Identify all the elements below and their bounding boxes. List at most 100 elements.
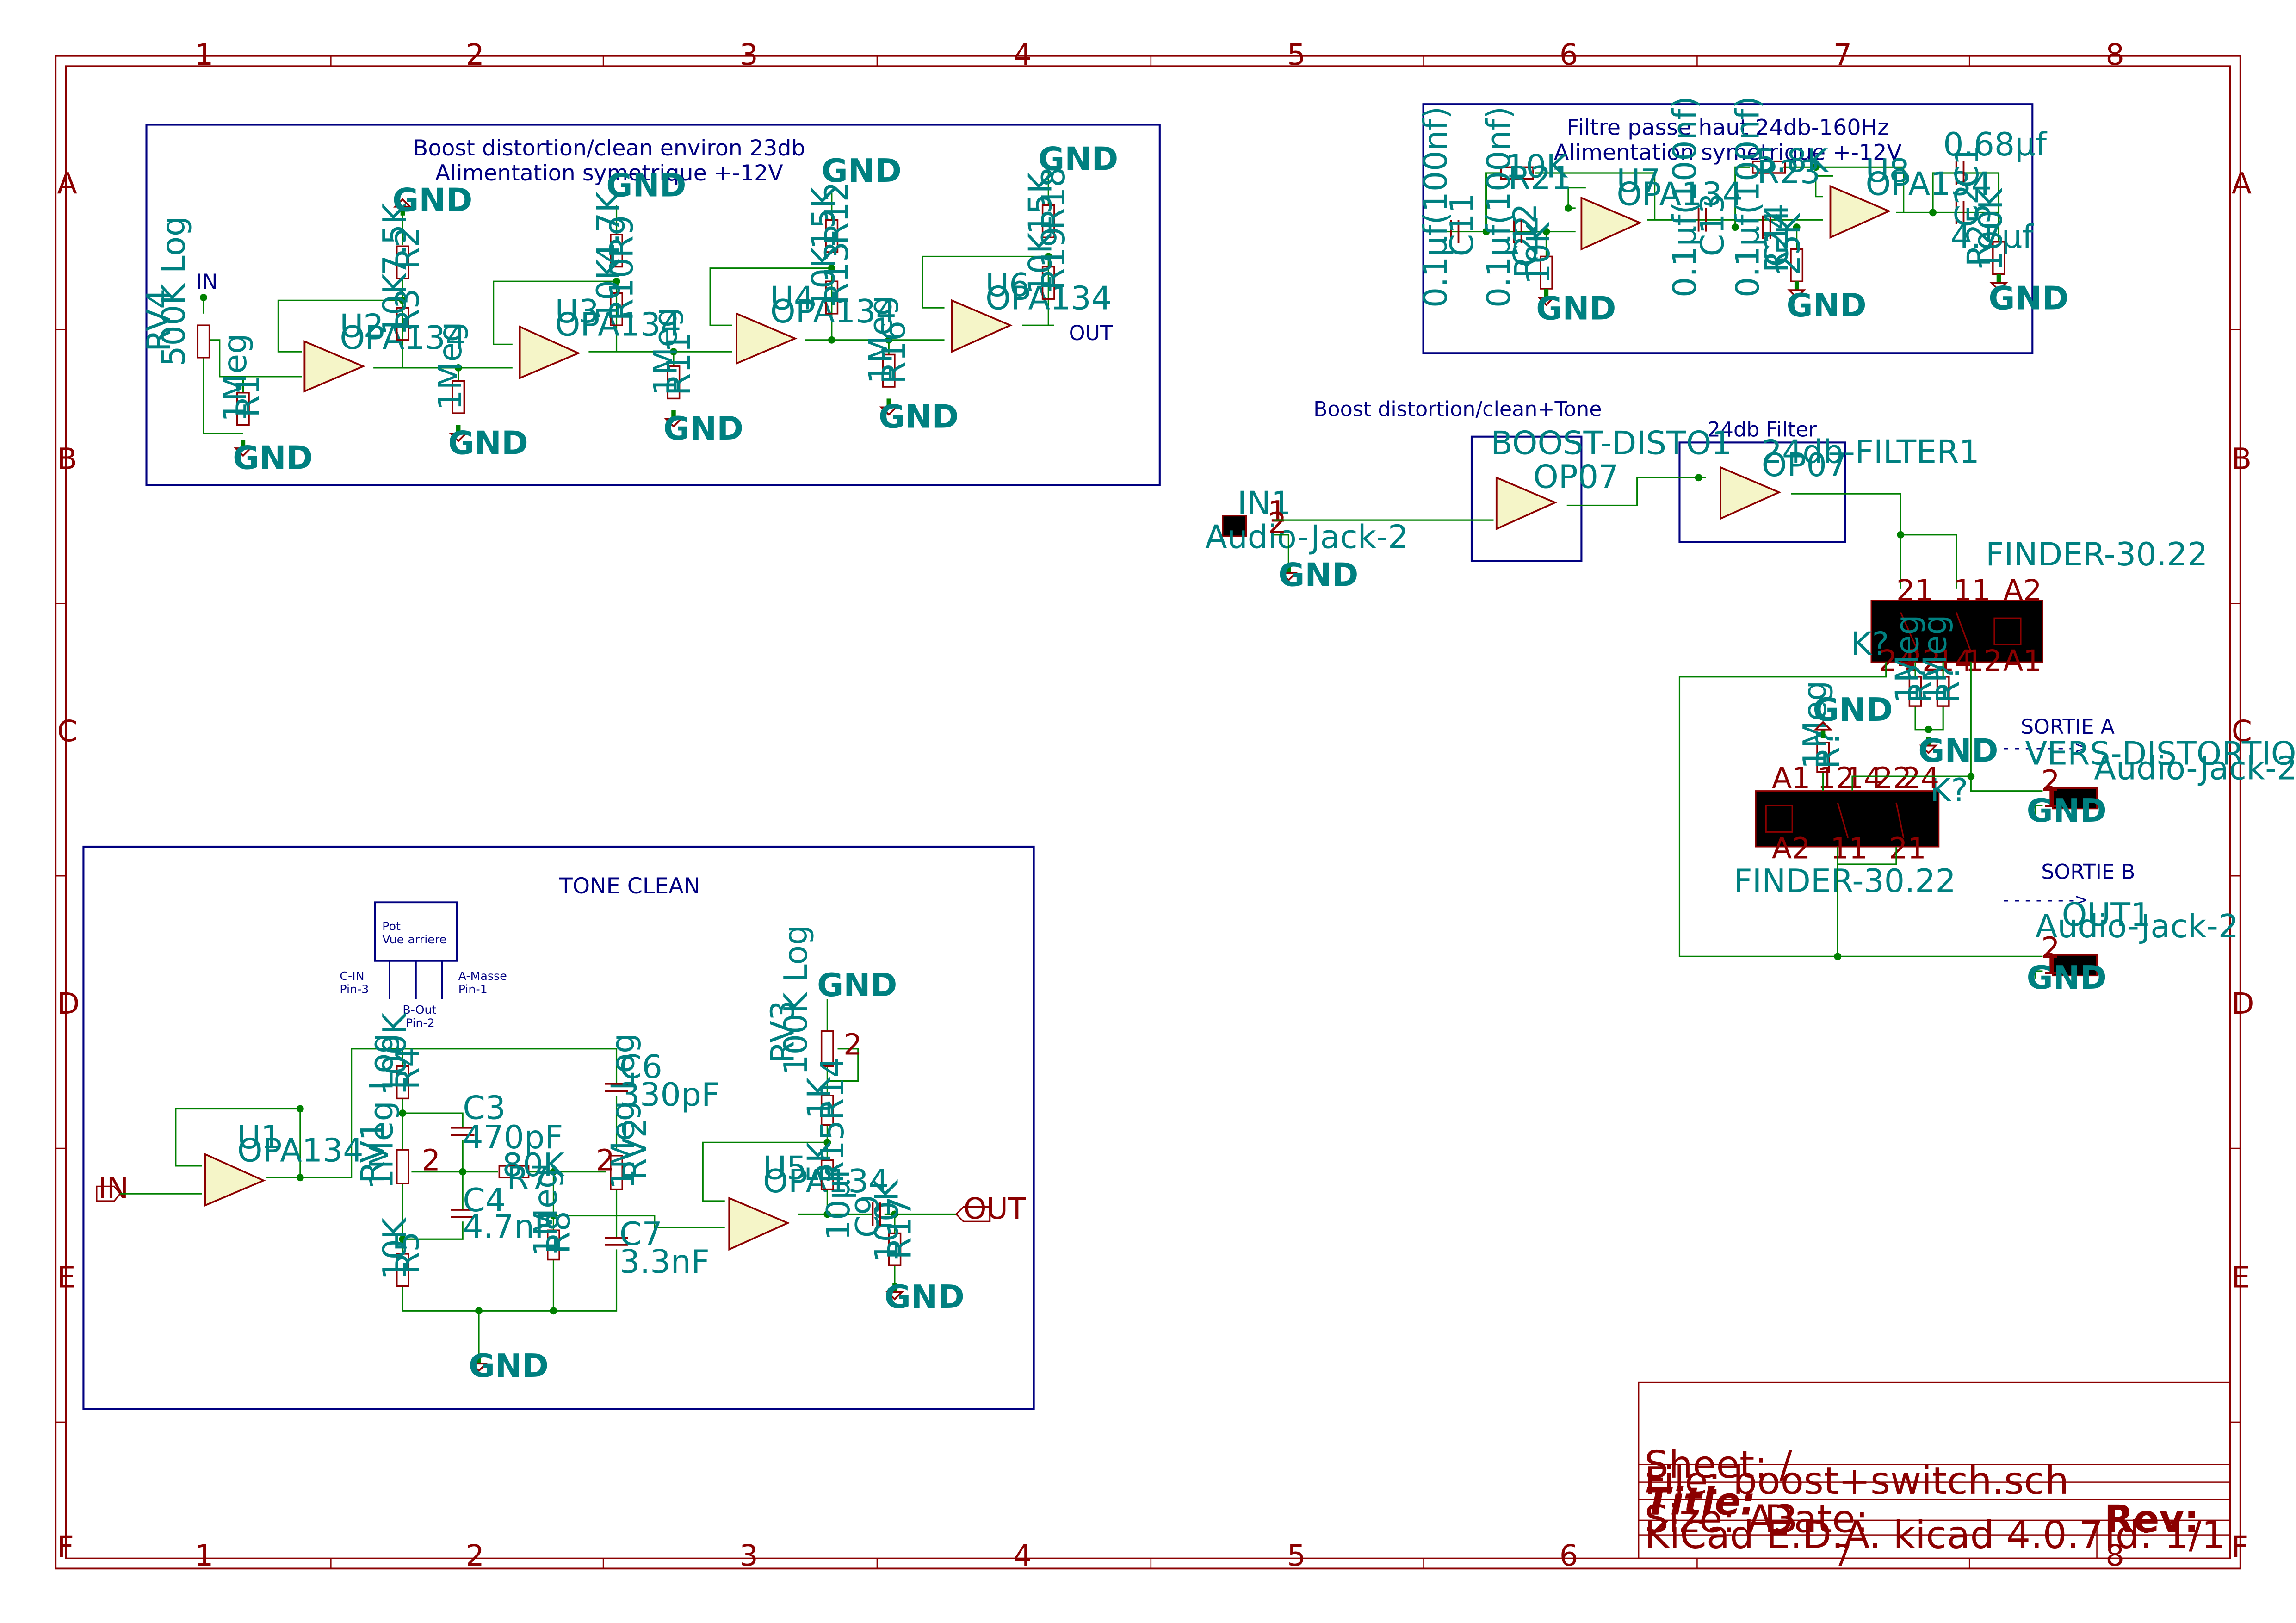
gnd-symbol: GND — [2027, 792, 2107, 830]
gnd-symbol: GND — [233, 439, 313, 477]
svg-text:C7: C7 — [619, 1215, 662, 1253]
svg-text:1Meg: 1Meg — [432, 322, 469, 410]
svg-text:C1: C1 — [1949, 145, 1986, 188]
sheet-frame — [55, 55, 2241, 1570]
svg-text:21: 21 — [1889, 831, 1926, 865]
svg-text:100K Log: 100K Log — [777, 925, 815, 1075]
gnd-symbol: GND — [1038, 141, 1118, 178]
gnd-symbol: GND — [885, 1278, 965, 1316]
svg-text:A-Masse: A-Masse — [458, 969, 507, 983]
svg-text:1Meg: 1Meg — [1917, 614, 1954, 703]
gnd-symbol: GND — [1536, 289, 1616, 328]
row-label: F — [2232, 1530, 2248, 1564]
svg-text:15K: 15K — [805, 186, 842, 249]
col-label: 3 — [739, 1538, 758, 1573]
svg-text:1Meg: 1Meg — [1796, 681, 1834, 769]
svg-text:21: 21 — [1896, 573, 1934, 607]
row-label: B — [57, 441, 77, 476]
col-label: 8 — [2106, 1538, 2124, 1573]
svg-text:C6: C6 — [619, 1048, 662, 1086]
resistor-R6: 1Meg — [432, 322, 469, 414]
svg-text:U5: U5 — [763, 1149, 807, 1187]
filter-subtitle: Alimentation symetrique +-12V — [1554, 140, 1902, 165]
capacitor-C7: C73.3nF — [605, 1215, 710, 1281]
col-label: 1 — [195, 37, 213, 72]
svg-text:80K: 80K — [502, 1146, 566, 1184]
boost-title: Boost distortion/clean environ 23db — [413, 136, 805, 161]
row-label: D — [57, 986, 80, 1021]
capacitor-C12: 0.1µf(100nf)C12 — [1480, 106, 1544, 308]
summary-chain: Boost distortion/clean+Tone 24db Filter … — [1205, 397, 2296, 997]
svg-text:R10: R10 — [603, 258, 640, 321]
gnd-symbol: GND — [469, 1347, 549, 1385]
svg-text:2: 2 — [2041, 764, 2060, 798]
svg-text:R1: R1 — [229, 375, 267, 418]
svg-text:OPA134: OPA134 — [1616, 176, 1743, 213]
boost-out-label: OUT — [1069, 322, 1113, 345]
summary-boost-label: Boost distortion/clean+Tone — [1313, 397, 1602, 421]
jack-vers-distortion: VERS-DISTORTION1Audio-Jack-221 — [2025, 735, 2296, 814]
svg-text:U6: U6 — [985, 266, 1029, 304]
svg-text:24: 24 — [1902, 761, 1940, 795]
svg-text:470pF: 470pF — [463, 1119, 563, 1156]
svg-text:10K: 10K — [1022, 231, 1059, 295]
svg-text:0.1µf(100nf): 0.1µf(100nf) — [1480, 106, 1517, 308]
svg-text:Pin-3: Pin-3 — [340, 982, 369, 996]
svg-text:100K: 100K — [1972, 187, 2010, 271]
flag-out: OUT — [955, 1191, 1026, 1226]
svg-text:K?: K? — [1851, 625, 1889, 663]
svg-text:7.5K: 7.5K — [376, 202, 414, 276]
svg-text:R16: R16 — [875, 321, 913, 384]
svg-text:0.1µf(100nf): 0.1µf(100nf) — [1666, 96, 1703, 297]
svg-text:500K Log: 500K Log — [155, 216, 192, 366]
svg-text:Audio-Jack-2: Audio-Jack-2 — [2094, 750, 2296, 787]
gnd-symbol: GND — [1813, 691, 1893, 738]
svg-text:GND: GND — [1278, 557, 1358, 594]
svg-text:GND: GND — [392, 181, 472, 219]
svg-text:0.1µf(100nf): 0.1µf(100nf) — [1729, 96, 1766, 297]
svg-text:22: 22 — [1904, 644, 1941, 678]
svg-text:24: 24 — [1879, 644, 1916, 678]
svg-text:10K: 10K — [376, 273, 414, 336]
col-label: 4 — [1013, 1538, 1032, 1573]
gnd-symbol: GND — [392, 181, 472, 219]
svg-text:1: 1 — [2041, 947, 2060, 981]
svg-text:FINDER-30.22: FINDER-30.22 — [1734, 862, 1956, 900]
svg-text:11: 11 — [1830, 831, 1868, 865]
svg-text:Vue arriere: Vue arriere — [382, 932, 446, 946]
gnd-symbol: GND — [663, 410, 743, 447]
svg-text:GND: GND — [1988, 279, 2068, 317]
svg-text:RV4: RV4 — [140, 289, 178, 352]
svg-text:R21: R21 — [1508, 160, 1572, 197]
svg-text:A1: A1 — [1772, 761, 1811, 795]
svg-text:A2: A2 — [2003, 573, 2042, 607]
col-label: 6 — [1560, 37, 1578, 72]
gnd-symbol: GND — [2027, 959, 2107, 997]
svg-text:VERS-DISTORTION1: VERS-DISTORTION1 — [2025, 735, 2296, 773]
capacitor-C14: 0.1µf(100nf)C14 — [1729, 96, 1795, 297]
svg-text:10µf: 10µf — [820, 1167, 857, 1241]
svg-text:GND: GND — [885, 1278, 965, 1316]
svg-text:1Meg: 1Meg — [647, 307, 684, 396]
svg-text:C4: C4 — [463, 1182, 506, 1219]
capacitor-C11: 0.1µf(100nf)C11 — [1417, 106, 1481, 308]
svg-text:C9: C9 — [849, 1195, 886, 1238]
svg-text:GND: GND — [817, 966, 897, 1004]
svg-text:25K: 25K — [1770, 212, 1807, 276]
svg-text:C-IN: C-IN — [340, 969, 364, 983]
svg-text:GND: GND — [1038, 141, 1118, 178]
svg-text:GND: GND — [469, 1347, 549, 1385]
svg-text:U7: U7 — [1616, 162, 1660, 200]
